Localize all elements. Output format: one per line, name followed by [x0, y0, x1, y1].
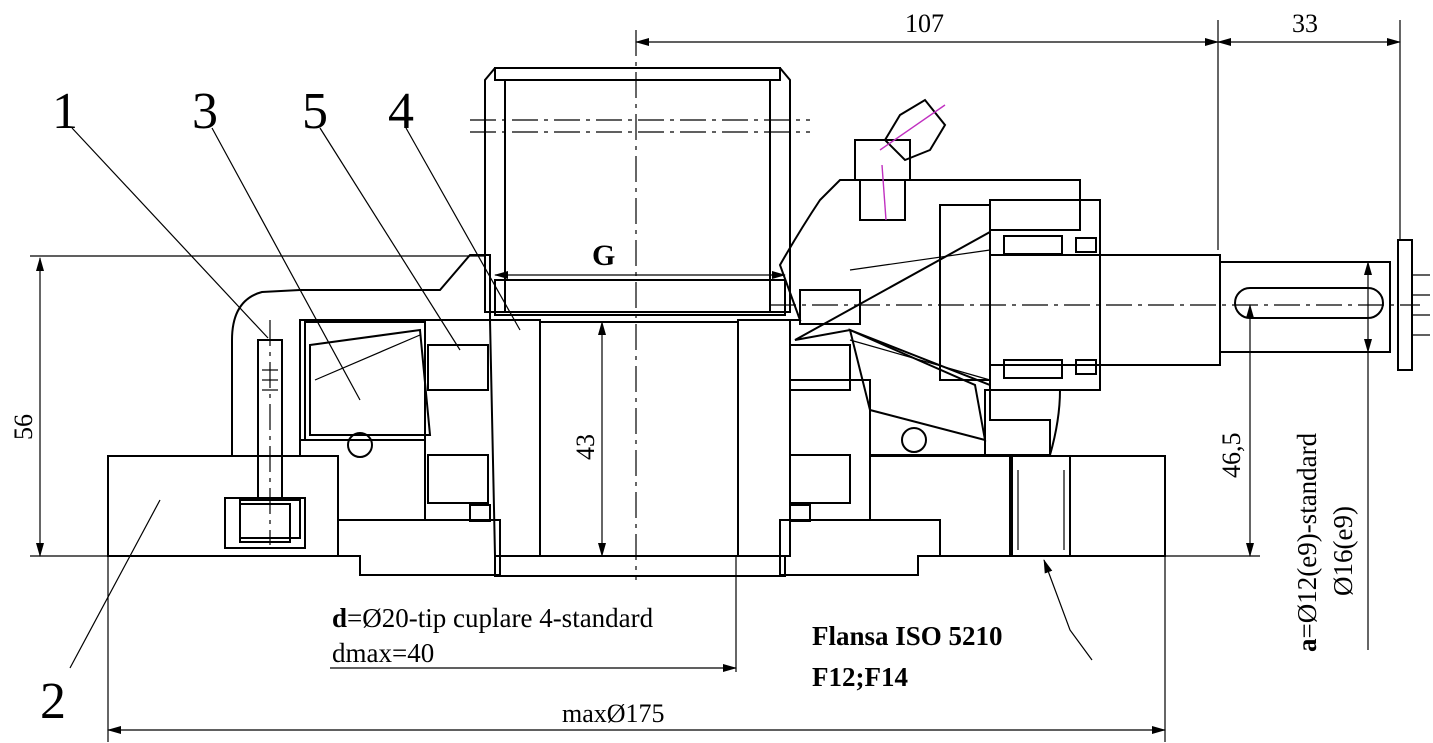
bore-note-secondary: dmax=40 [332, 638, 434, 668]
bearings [427, 344, 851, 522]
bore-note-prefix: d [332, 603, 347, 633]
part-number-1: 1 [52, 83, 78, 140]
lower-housing [337, 455, 1011, 577]
right-housing [778, 179, 1101, 456]
part-leaders [69, 127, 521, 669]
upper-housing [231, 254, 491, 521]
flange-note-line-2: F12;F14 [812, 662, 908, 692]
dimension-lines [30, 20, 1401, 742]
flange-note-line-1: Flansa ISO 5210 [812, 621, 1003, 651]
bore-note: d=Ø20-tip cuplare 4-standard [332, 603, 654, 633]
bevel-gear [309, 230, 991, 458]
part-number-5: 5 [302, 83, 328, 140]
central-hub [488, 319, 791, 557]
dimension-56: 56 [9, 414, 38, 440]
coupling-tube [470, 67, 810, 316]
part-number-2: 2 [40, 673, 66, 730]
dimension-max-diameter: maxØ175 [562, 699, 665, 728]
shaft-note-prefix: a [1292, 638, 1322, 652]
dimension-43: 43 [571, 434, 600, 460]
grease-nipple [854, 98, 947, 221]
part-number-4: 4 [388, 83, 414, 140]
dimension-g: G [592, 239, 615, 272]
part-number-3: 3 [192, 83, 218, 140]
bore-note-rest: =Ø20-tip cuplare 4-standard [347, 603, 654, 633]
shaft-note-rest: =Ø12(e9)-standard [1292, 432, 1322, 638]
dimension-107: 107 [905, 9, 944, 38]
bolt [239, 320, 301, 545]
dimension-33: 33 [1292, 9, 1318, 38]
shaft-note-secondary: Ø16(e9) [1328, 506, 1358, 596]
output-shaft [770, 239, 1430, 371]
shaft-note: a=Ø12(e9)-standard [1292, 432, 1322, 652]
dimension-46-5: 46,5 [1217, 433, 1246, 479]
